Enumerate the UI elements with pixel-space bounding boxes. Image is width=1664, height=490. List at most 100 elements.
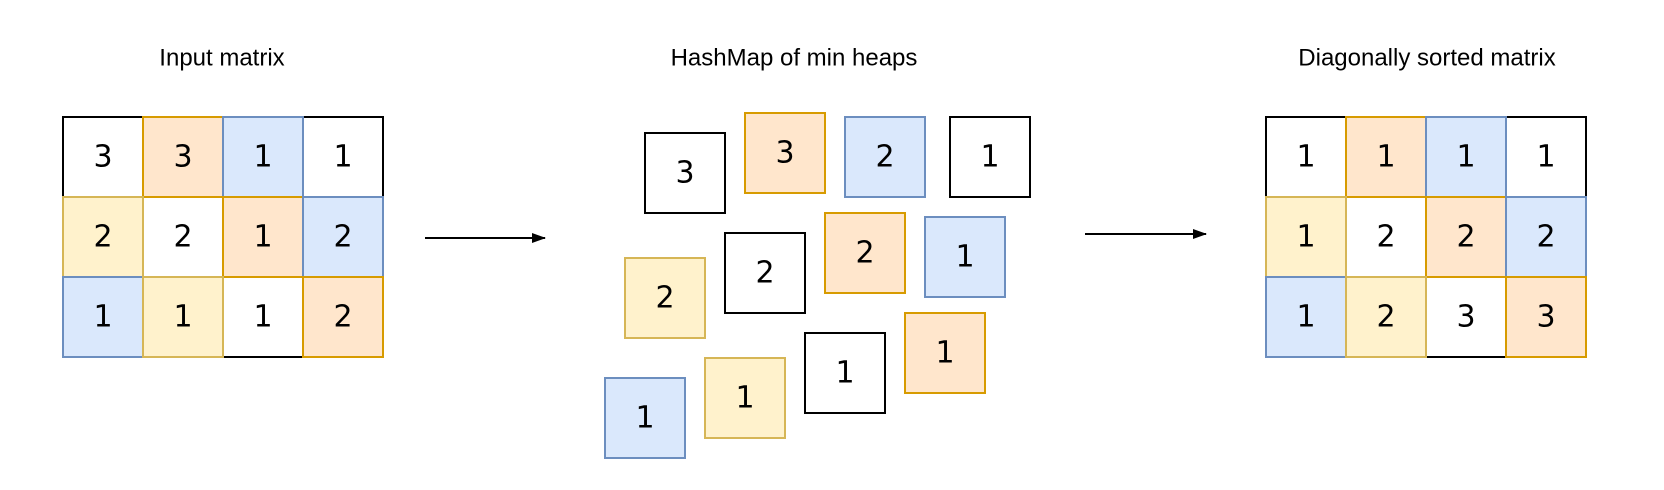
heap-node-value: 2: [655, 281, 674, 316]
heap-node-box: [724, 232, 806, 314]
matrix-cell: 2: [302, 276, 384, 358]
matrix-cell-value: 1: [1376, 140, 1395, 175]
matrix-cell-box: [1265, 116, 1347, 198]
matrix-cell: 2: [1345, 196, 1427, 278]
matrix-cell-box: [302, 276, 384, 358]
heap-group: 21: [844, 116, 1006, 298]
matrix-cell-value: 1: [1296, 300, 1315, 335]
matrix-cell-box: [1345, 116, 1427, 198]
matrix-cell: 1: [62, 276, 144, 358]
heap-node-box: [644, 132, 726, 214]
matrix-cell: 2: [62, 196, 144, 278]
heap-group: 3 2 1: [644, 132, 886, 414]
matrix-cell-value: 1: [1536, 140, 1555, 175]
matrix-cell: 1: [302, 116, 384, 198]
heap-node-value: 3: [675, 156, 694, 191]
matrix-cell-value: 1: [93, 300, 112, 335]
heap-node-box: [904, 312, 986, 394]
heap-node: 2: [844, 116, 926, 198]
matrix-cell: 3: [142, 116, 224, 198]
matrix-cell-value: 2: [1376, 300, 1395, 335]
matrix-cell: 2: [302, 196, 384, 278]
heap-node: 2: [824, 212, 906, 294]
matrix-cell: 1: [222, 196, 304, 278]
heap-node: 3: [744, 112, 826, 194]
heap-node: 1: [704, 357, 786, 439]
matrix-cell-value: 1: [173, 300, 192, 335]
matrix-cell-value: 3: [173, 140, 192, 175]
matrix-cell-value: 2: [1456, 220, 1475, 255]
matrix-cell-value: 1: [1456, 140, 1475, 175]
matrix-cell-box: [222, 116, 304, 198]
matrix-cell: 1: [1265, 116, 1347, 198]
matrix-cell-box: [1345, 276, 1427, 358]
matrix-cell: 1: [142, 276, 224, 358]
matrix-cell-box: [1505, 196, 1587, 278]
heap-node-value: 1: [635, 401, 654, 436]
matrix-cell: 1: [1345, 116, 1427, 198]
heap-node-value: 1: [935, 336, 954, 371]
matrix-cell-value: 2: [1536, 220, 1555, 255]
matrix-cell-value: 1: [1296, 140, 1315, 175]
matrix-cell-box: [142, 276, 224, 358]
matrix-cell: 1: [1425, 116, 1507, 198]
sorted-matrix: 1 1 2 3 1 1 1 2 2 1 2 3: [1265, 116, 1587, 358]
heap-group: 1: [949, 116, 1031, 198]
matrix-cell-value: 1: [253, 220, 272, 255]
matrix-cell-box: [302, 116, 384, 198]
matrix-cell: 2: [1505, 196, 1587, 278]
matrix-cell-box: [62, 276, 144, 358]
matrix-cell-value: 3: [1536, 300, 1555, 335]
heap-node: 1: [804, 332, 886, 414]
matrix-cell-value: 3: [93, 140, 112, 175]
heap-node-value: 1: [980, 140, 999, 175]
matrix-cell-value: 2: [1376, 220, 1395, 255]
heap-node-value: 1: [955, 240, 974, 275]
heap-node: 1: [604, 377, 686, 459]
matrix-cell: 3: [62, 116, 144, 198]
heap-node-box: [604, 377, 686, 459]
heap-node-box: [624, 257, 706, 339]
heap-node: 2: [724, 232, 806, 314]
heap-node-value: 2: [755, 256, 774, 291]
matrix-cell-box: [1505, 276, 1587, 358]
matrix-cell: 1: [1265, 196, 1347, 278]
matrix-cell: 2: [1425, 196, 1507, 278]
heap-node-box: [924, 216, 1006, 298]
heaps-title: HashMap of min heaps: [671, 45, 918, 72]
matrix-cell-value: 1: [253, 300, 272, 335]
heap-node-value: 2: [875, 140, 894, 175]
matrix-cell: 2: [142, 196, 224, 278]
matrix-cell-value: 2: [333, 300, 352, 335]
matrix-cell: 1: [222, 276, 304, 358]
matrix-cell: 2: [1345, 276, 1427, 358]
heap-node-value: 1: [735, 381, 754, 416]
heap-node: 3: [644, 132, 726, 214]
heap-node-box: [949, 116, 1031, 198]
matrix-cell-value: 1: [1296, 220, 1315, 255]
heap-node-box: [844, 116, 926, 198]
matrix-cell-value: 1: [333, 140, 352, 175]
heap-node: 1: [949, 116, 1031, 198]
input-matrix: 3 1 2 1 3 1 2 1 2 1 1 2: [62, 116, 384, 358]
matrix-cell: 1: [1265, 276, 1347, 358]
matrix-cell-value: 2: [173, 220, 192, 255]
heap-node-box: [824, 212, 906, 294]
matrix-cell-box: [1425, 116, 1507, 198]
matrix-cell-value: 2: [93, 220, 112, 255]
heap-group: 3 2 1: [744, 112, 986, 394]
heap-node-value: 1: [835, 356, 854, 391]
matrix-cell: 1: [1505, 116, 1587, 198]
matrix-cell-value: 3: [1456, 300, 1475, 335]
heap-node-value: 3: [775, 136, 794, 171]
matrix-cell-value: 2: [333, 220, 352, 255]
matrix-cell-box: [142, 116, 224, 198]
matrix-cell-value: 1: [253, 140, 272, 175]
matrix-cell: 3: [1425, 276, 1507, 358]
matrix-cell-box: [1265, 196, 1347, 278]
heap-node: 1: [924, 216, 1006, 298]
heap-node-box: [744, 112, 826, 194]
heap-group: 1: [604, 377, 686, 459]
